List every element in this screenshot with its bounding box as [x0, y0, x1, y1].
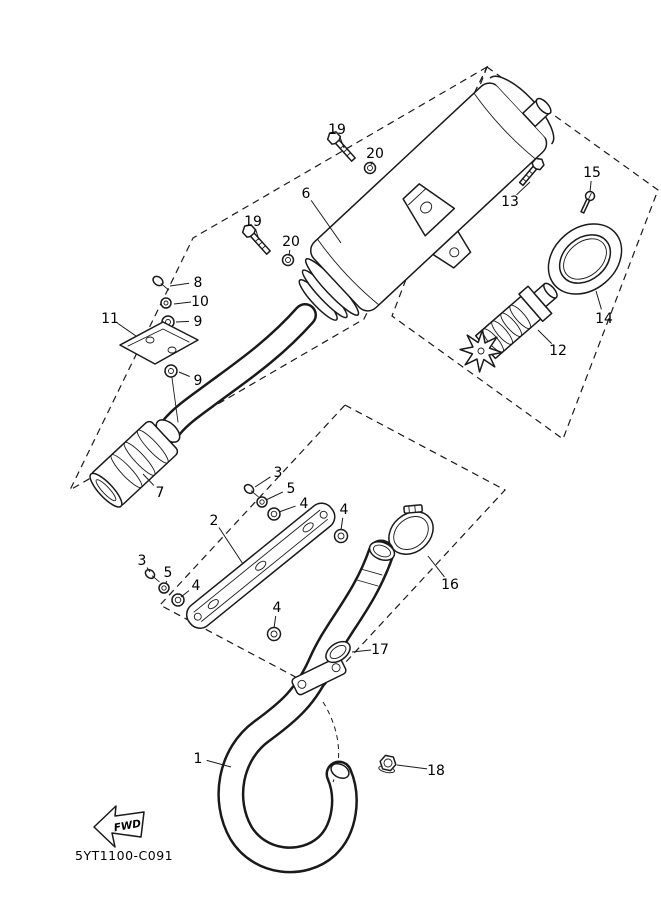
- part-stay-2: [185, 502, 336, 629]
- muffler-bracket: [402, 183, 456, 237]
- part-washer-20b: [281, 253, 295, 267]
- part-label-12: 12: [549, 343, 567, 359]
- part-screw-3a: [243, 483, 259, 498]
- part-spark-arrestor-12: [459, 282, 558, 373]
- fwd-label: FWD: [113, 818, 142, 835]
- part-washer-9b: [164, 364, 178, 378]
- part-screw-3b: [144, 568, 160, 583]
- pipe-mouth: [368, 540, 396, 562]
- part-label-16: 16: [441, 577, 459, 593]
- part-washer-20a: [363, 161, 377, 175]
- part-label-4: 4: [192, 578, 201, 594]
- arrestor-star-end: [459, 329, 503, 373]
- muffler-front-pipe: [155, 303, 317, 444]
- part-bracket-11: [119, 321, 199, 365]
- part-washer-10: [160, 297, 172, 309]
- part-screw-8: [152, 275, 170, 291]
- part-screw-15: [580, 190, 596, 214]
- part-label-1: 1: [194, 751, 203, 767]
- assembly-outline-shield: [159, 404, 506, 691]
- leader-line: [396, 764, 428, 770]
- part-label-6: 6: [302, 186, 311, 202]
- part-label-8: 8: [194, 275, 203, 291]
- part-washer-4d: [266, 626, 282, 642]
- leader-line: [178, 371, 190, 377]
- part-label-7: 7: [156, 485, 165, 501]
- part-label-13: 13: [501, 194, 519, 210]
- part-label-4: 4: [273, 600, 282, 616]
- leader-line: [589, 180, 592, 193]
- leader-line: [254, 476, 271, 488]
- part-label-5: 5: [287, 481, 296, 497]
- part-label-20: 20: [366, 146, 384, 162]
- part-muffler: [298, 75, 555, 321]
- leader-line: [273, 615, 277, 629]
- part-label-15: 15: [583, 165, 601, 181]
- part-exhaust-pipe-1: [217, 539, 396, 874]
- part-label-18: 18: [427, 763, 445, 779]
- part-label-19: 19: [328, 122, 346, 138]
- part-label-9: 9: [194, 373, 203, 389]
- part-bolt-19b: [241, 224, 271, 255]
- leader-line: [595, 290, 602, 310]
- part-label-17: 17: [371, 642, 389, 658]
- leader-line: [206, 759, 232, 768]
- part-label-3: 3: [138, 553, 147, 569]
- leader-line: [351, 649, 372, 653]
- part-bolt-13: [518, 157, 545, 187]
- leader-line: [370, 161, 373, 166]
- part-washer-4c: [333, 528, 349, 544]
- pipe-flange: [291, 656, 347, 696]
- leader-line: [169, 282, 190, 287]
- diagram-code: 5YT1100-C091: [75, 848, 173, 863]
- part-gasket-17: [325, 640, 351, 664]
- part-joint-sleeve: [89, 420, 179, 508]
- leader-line: [175, 320, 190, 323]
- leader-line: [146, 567, 151, 573]
- part-label-5: 5: [164, 565, 173, 581]
- part-label-19: 19: [244, 214, 262, 230]
- leader-line: [427, 555, 445, 578]
- pipe-end: [330, 762, 350, 780]
- part-tail-ring-14: [547, 223, 623, 295]
- leader-line: [180, 590, 190, 598]
- leader-line: [288, 249, 291, 257]
- leader-line: [537, 329, 552, 344]
- part-label-9: 9: [194, 314, 203, 330]
- part-label-20: 20: [282, 234, 300, 250]
- leader-line: [340, 517, 344, 531]
- leader-line: [218, 527, 244, 565]
- part-nut-18: [378, 754, 397, 774]
- leader-line: [278, 505, 296, 513]
- leader-line: [165, 580, 168, 585]
- part-bolt-19a: [326, 131, 356, 162]
- assembly-outline-muffler: [68, 65, 489, 492]
- part-washer-5b: [158, 582, 170, 594]
- part-label-3: 3: [274, 465, 283, 481]
- leader-line: [310, 200, 342, 244]
- bracket-stud-line: [171, 377, 179, 423]
- part-label-4: 4: [340, 502, 349, 518]
- leader-line: [339, 137, 345, 149]
- part-label-10: 10: [191, 294, 209, 310]
- fwd-arrow: FWD: [93, 805, 145, 848]
- part-washer-4a: [267, 507, 281, 521]
- part-label-14: 14: [595, 311, 613, 327]
- part-label-2: 2: [210, 513, 219, 529]
- leader-line: [255, 229, 260, 241]
- leader-line: [142, 473, 155, 486]
- part-label-11: 11: [101, 311, 119, 327]
- part-label-4: 4: [300, 496, 309, 512]
- leader-line: [173, 301, 192, 305]
- leader-line: [117, 322, 137, 337]
- leader-line: [265, 491, 284, 501]
- leader-line: [516, 181, 531, 196]
- part-washer-5a: [256, 496, 268, 508]
